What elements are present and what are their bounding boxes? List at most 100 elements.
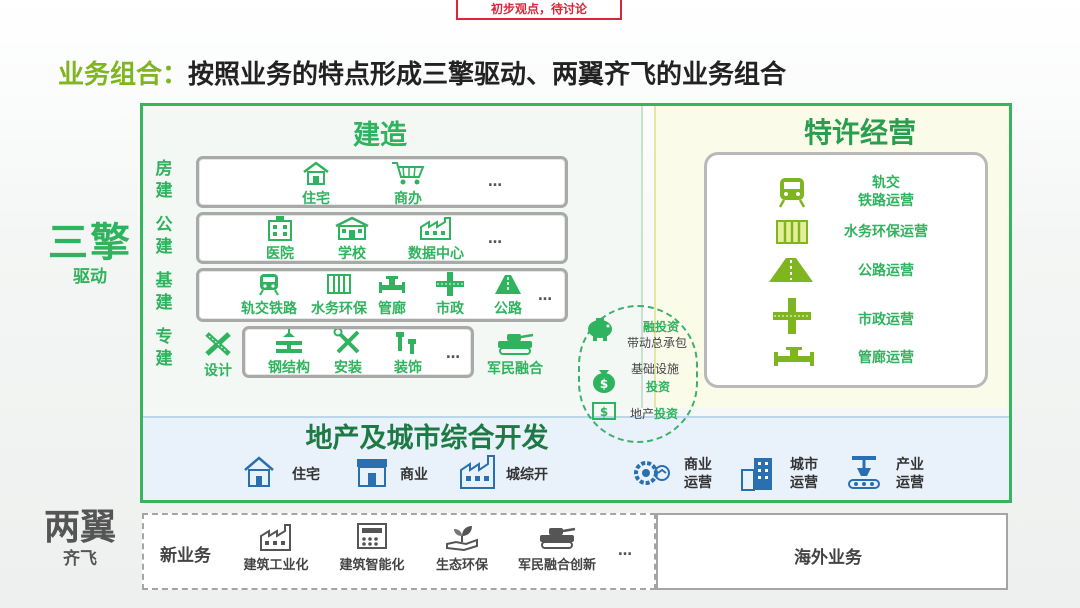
item-hospital: 医院 bbox=[258, 215, 302, 263]
real-estate-title: 地产及城市综合开发 bbox=[305, 423, 549, 454]
item-label: 钢结构 bbox=[268, 360, 310, 376]
bridge-line-2: 带动总承包 bbox=[627, 336, 688, 350]
bridge-part: 基 bbox=[631, 362, 644, 376]
franchise-label: 轨交 bbox=[872, 175, 900, 191]
new-item-label: 建筑工业化 bbox=[243, 558, 309, 573]
pipe-icon bbox=[379, 276, 405, 293]
two-wings-label: 两翼 bbox=[43, 507, 116, 548]
bridge-bold: 融投资 bbox=[643, 320, 680, 334]
item-label: 住宅 bbox=[302, 191, 330, 207]
interchange-icon bbox=[773, 298, 811, 334]
overseas-box bbox=[656, 513, 1008, 590]
row1-more: … bbox=[488, 174, 502, 190]
row-label-specialized: 专 建 bbox=[154, 326, 174, 370]
new-item-label: 生态环保 bbox=[435, 558, 488, 573]
franchise-tunnel-operation: 管廊运营 bbox=[846, 349, 926, 367]
row-label-char: 专 bbox=[155, 327, 173, 347]
item-data-center: 数据中心 bbox=[404, 215, 468, 263]
svg-text:$: $ bbox=[600, 405, 608, 419]
water-tank-icon bbox=[776, 220, 808, 244]
title-rest: 按照业务的特点形成三擎驱动、两翼齐飞的业务组合 bbox=[188, 60, 787, 90]
bolts-icon bbox=[396, 332, 416, 354]
franchise-water-operation: 水务环保运营 bbox=[834, 223, 938, 241]
franchise-box bbox=[704, 152, 988, 388]
new-item-eco: 生态环保 bbox=[426, 522, 498, 573]
row-label-infrastructure: 基 建 bbox=[154, 270, 174, 314]
ops-label: 商业 bbox=[684, 457, 712, 473]
money-bag-icon: $ bbox=[593, 370, 615, 393]
row-label-char: 基 bbox=[155, 271, 173, 291]
item-label: 商办 bbox=[394, 191, 422, 207]
gears-icon bbox=[634, 461, 670, 485]
row-label-public: 公 建 bbox=[154, 214, 174, 258]
item-decoration: 装饰 bbox=[388, 329, 428, 377]
franchise-label: 市政运营 bbox=[858, 312, 914, 328]
row4-more: … bbox=[446, 346, 460, 362]
item-water-environment: 水务环保 bbox=[304, 272, 374, 318]
new-item-intelligent: 建筑智能化 bbox=[330, 522, 414, 573]
piggy-bank-icon bbox=[588, 318, 612, 341]
bridge-line-1: 融投资 bbox=[643, 318, 679, 335]
bridge-line-3: 基础设施 bbox=[631, 360, 679, 377]
row-label-char: 房 bbox=[155, 159, 173, 179]
item-utility-tunnel: 管廊 bbox=[372, 272, 412, 318]
bridge-bold: 投资 bbox=[654, 407, 679, 421]
house-icon bbox=[244, 456, 274, 487]
water-tank-icon bbox=[327, 274, 351, 294]
hospital-icon bbox=[268, 216, 292, 241]
three-engines-sub: 驱动 bbox=[73, 267, 107, 287]
pipe-icon bbox=[774, 347, 814, 366]
item-label: 水务环保 bbox=[311, 301, 367, 317]
item-design: 设计 bbox=[198, 330, 238, 380]
item-label: 市政 bbox=[436, 301, 464, 317]
ops-label: 运营 bbox=[790, 475, 818, 491]
steel-beam-icon bbox=[276, 329, 302, 353]
two-wings-sub: 齐飞 bbox=[63, 549, 97, 569]
ops-commercial: 商业 运营 bbox=[684, 456, 712, 492]
ops-city: 城市 运营 bbox=[790, 456, 818, 492]
conveyor-robot-icon bbox=[848, 456, 880, 489]
new-business-box bbox=[142, 513, 656, 590]
item-housing: 住宅 bbox=[296, 160, 336, 208]
franchise-label: 铁路运营 bbox=[858, 193, 914, 209]
factory-icon bbox=[460, 455, 495, 489]
item-label: 设计 bbox=[204, 363, 232, 379]
franchise-rail-operation: 轨交 铁路运营 bbox=[846, 174, 926, 210]
title-lead: 业务组合： bbox=[58, 60, 189, 90]
item-label: 管廊 bbox=[378, 301, 406, 317]
item-label: 医院 bbox=[266, 246, 294, 262]
row-label-char: 建 bbox=[155, 237, 173, 257]
ops-label: 运营 bbox=[684, 475, 712, 491]
item-commercial-office: 商办 bbox=[388, 160, 428, 208]
factory-icon bbox=[420, 217, 451, 240]
construction-title: 建造 bbox=[353, 120, 407, 151]
franchise-municipal-operation: 市政运营 bbox=[846, 311, 926, 329]
item-label: 安装 bbox=[334, 360, 362, 376]
item-label: 学校 bbox=[338, 246, 366, 262]
item-highway: 公路 bbox=[488, 272, 528, 318]
page-title: 业务组合：按照业务的特点形成三擎驱动、两翼齐飞的业务组合 bbox=[58, 54, 786, 91]
ops-label: 城市 bbox=[790, 457, 818, 473]
item-school: 学校 bbox=[330, 215, 374, 263]
item-municipal: 市政 bbox=[430, 272, 470, 318]
item-label: 轨交铁路 bbox=[241, 301, 297, 317]
item-label: 军民融合 bbox=[487, 361, 543, 377]
wrench-screwdriver-icon bbox=[333, 329, 360, 354]
bridge-part: 地产 bbox=[630, 407, 655, 421]
bridge-line-5: 地产投资 bbox=[630, 405, 678, 422]
house-icon bbox=[303, 161, 329, 185]
new-item-label: 军民融合创新 bbox=[517, 558, 596, 573]
train-icon bbox=[259, 274, 279, 296]
factory-icon bbox=[260, 524, 291, 551]
overseas-label: 海外业务 bbox=[794, 548, 862, 568]
circuit-board-icon bbox=[357, 523, 387, 549]
item-label: 公路 bbox=[494, 301, 522, 317]
row-label-residential: 房 建 bbox=[154, 158, 174, 202]
investment-bridge bbox=[578, 305, 698, 443]
item-label: 装饰 bbox=[394, 360, 422, 376]
storefront-icon bbox=[357, 459, 387, 487]
row-box-residential bbox=[196, 156, 568, 208]
new-item-label: 建筑智能化 bbox=[339, 558, 405, 573]
franchise-label: 管廊运营 bbox=[858, 350, 914, 366]
tank-icon bbox=[498, 333, 534, 355]
